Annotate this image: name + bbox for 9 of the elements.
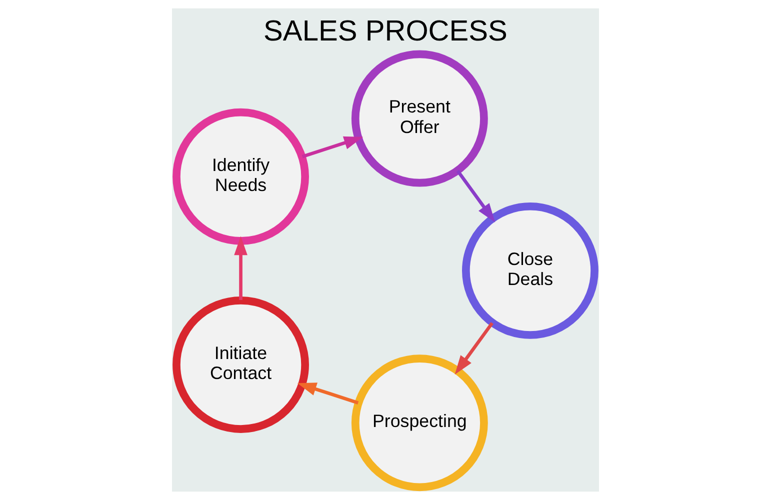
arrow: [234, 236, 247, 300]
node-circle: Initiate Contact: [172, 296, 308, 433]
arrow: [454, 322, 494, 374]
arrow: [296, 382, 358, 404]
diagram-title: SALES PROCESS: [263, 16, 507, 48]
node-circle: Present Offer: [350, 50, 488, 187]
arrow: [301, 136, 363, 158]
arrow: [456, 170, 495, 222]
node-circle: Identify Needs: [172, 108, 308, 245]
